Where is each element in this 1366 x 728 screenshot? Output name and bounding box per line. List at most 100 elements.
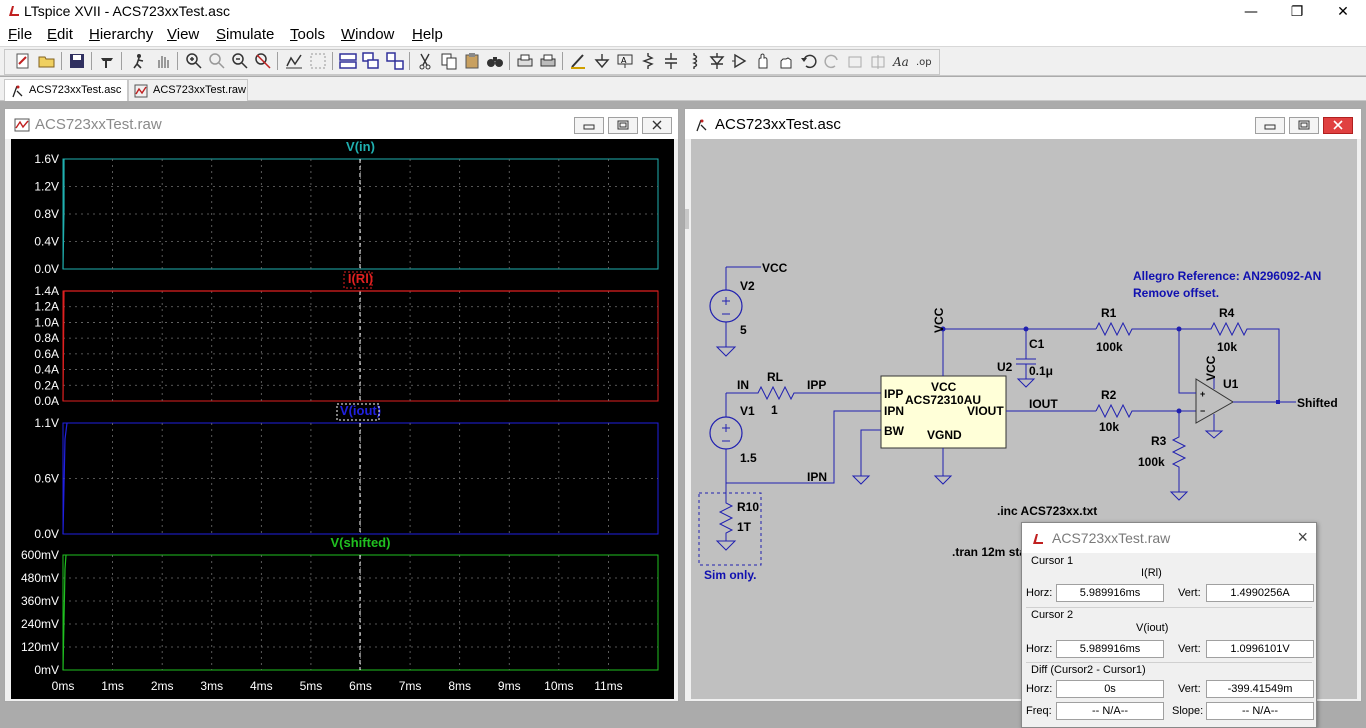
autorange-icon[interactable] <box>285 52 303 70</box>
waveform-maximize-button[interactable] <box>608 117 638 134</box>
close-button[interactable]: ✕ <box>1320 0 1366 23</box>
save-icon[interactable] <box>68 52 86 70</box>
ground-icon[interactable] <box>593 52 611 70</box>
diff-horz-field[interactable]: 0s <box>1056 680 1164 698</box>
cut-icon[interactable] <box>416 52 434 70</box>
cascade-icon[interactable] <box>362 52 380 70</box>
inductor-icon[interactable] <box>685 52 703 70</box>
schematic-drawing[interactable]: VCC V2 5 IN RL 1 IPP V1 1.5 IPN <box>691 139 1357 699</box>
cursor2-horz-field[interactable]: 5.989916ms <box>1056 640 1164 658</box>
ic-u2[interactable] <box>851 326 1096 485</box>
paste-icon[interactable] <box>463 52 481 70</box>
cursor2-horz-label: Horz: <box>1026 643 1053 655</box>
waveform-minimize-button[interactable] <box>574 117 604 134</box>
cursor1-horz-field[interactable]: 5.989916ms <box>1056 584 1164 602</box>
undo-icon[interactable] <box>800 52 818 70</box>
capacitor-icon[interactable] <box>662 52 680 70</box>
zoom-in-icon[interactable] <box>185 52 203 70</box>
halt-icon[interactable] <box>154 52 172 70</box>
r4-value: 10k <box>1217 340 1237 354</box>
minimize-icon <box>583 124 595 130</box>
inc-directive: .inc ACS723xx.txt <box>997 504 1097 518</box>
cursor-dialog-close-icon[interactable]: × <box>1297 527 1308 547</box>
control-panel-icon[interactable] <box>98 52 116 70</box>
tile-horizontal-icon[interactable] <box>339 52 357 70</box>
ipn-net-label: IPN <box>807 470 827 484</box>
resistor-r1[interactable] <box>1095 321 1179 337</box>
open-icon[interactable] <box>38 52 56 70</box>
schematic-minimize-button[interactable] <box>1255 117 1285 134</box>
run-icon[interactable] <box>130 52 148 70</box>
component-icon[interactable] <box>731 52 749 70</box>
diff-slope-field[interactable]: -- N/A-- <box>1206 702 1314 720</box>
y-tick-label: 0.4A <box>34 363 59 377</box>
redo-icon[interactable] <box>823 52 841 70</box>
grid-icon[interactable] <box>309 52 327 70</box>
y-tick-label: 1.6V <box>34 152 59 166</box>
restore-button[interactable]: ❐ <box>1274 0 1320 23</box>
spice-directive-icon[interactable]: .op <box>915 52 933 70</box>
waveform-icon <box>134 84 148 98</box>
copy-icon[interactable] <box>440 52 458 70</box>
menu-hierarchy[interactable]: Hierarchy <box>89 26 154 43</box>
zoom-out-icon[interactable] <box>231 52 249 70</box>
find-icon[interactable] <box>486 52 504 70</box>
menu-window[interactable]: Window <box>341 26 395 43</box>
menu-help[interactable]: Help <box>412 26 443 43</box>
svg-text:A: A <box>621 56 627 65</box>
menu-simulate[interactable]: Simulate <box>216 26 275 43</box>
tab-schematic[interactable]: ACS723xxTest.asc <box>4 79 128 101</box>
schematic-maximize-button[interactable] <box>1289 117 1319 134</box>
drag-icon[interactable] <box>777 52 795 70</box>
vcc-label-u2: VCC <box>932 307 946 333</box>
draw-wire-icon[interactable] <box>569 52 587 70</box>
source-v2[interactable] <box>709 266 761 357</box>
print-icon[interactable] <box>539 52 557 70</box>
trace-vshifted <box>62 554 67 671</box>
resistor-r3[interactable] <box>1169 408 1189 501</box>
mirror-icon[interactable] <box>869 52 887 70</box>
r2-label: R2 <box>1101 388 1117 402</box>
cursor2-vert-field[interactable]: 1.0996101V <box>1206 640 1314 658</box>
x-tick-label: 5ms <box>300 679 323 693</box>
diff-freq-field[interactable]: -- N/A-- <box>1056 702 1164 720</box>
waveform-plots[interactable]: 1.6V1.2V0.8V0.4V0.0VV(in)1.4A1.2A1.0A0.8… <box>11 139 674 699</box>
menu-view[interactable]: View <box>167 26 200 43</box>
minimize-button[interactable]: — <box>1228 0 1274 23</box>
text-icon[interactable]: Aa <box>892 52 910 70</box>
waveform-window-titlebar: ACS723xxTest.raw <box>5 109 678 139</box>
print-setup-icon[interactable] <box>516 52 534 70</box>
toolbar-separator <box>562 52 563 70</box>
r4-label: R4 <box>1219 306 1235 320</box>
rotate-icon[interactable] <box>846 52 864 70</box>
cursor-dialog: ACS723xxTest.raw × Cursor 1 I(Rl) Horz: … <box>1021 522 1317 728</box>
diode-icon[interactable] <box>708 52 726 70</box>
menu-file[interactable]: File <box>8 26 33 43</box>
rl-label: RL <box>767 370 783 384</box>
new-schematic-icon[interactable] <box>14 52 32 70</box>
resistor-r10[interactable] <box>715 498 737 551</box>
schematic-close-button[interactable] <box>1323 117 1353 134</box>
label-net-icon[interactable]: A <box>616 52 634 70</box>
resistor-r2[interactable] <box>1095 403 1196 419</box>
trace-title: V(shifted) <box>331 535 391 550</box>
source-v1[interactable] <box>709 385 881 498</box>
resistor-icon[interactable] <box>639 52 657 70</box>
opamp-u1[interactable]: + − <box>1178 329 1296 439</box>
cursor1-vert-field[interactable]: 1.4990256A <box>1206 584 1314 602</box>
y-tick-label: 0.6A <box>34 347 59 361</box>
zoom-fit-icon[interactable] <box>254 52 272 70</box>
tab-waveform[interactable]: ACS723xxTest.raw <box>128 79 248 101</box>
pan-icon[interactable] <box>208 52 226 70</box>
diff-vert-field[interactable]: -399.41549m <box>1206 680 1314 698</box>
schematic-icon <box>696 119 707 132</box>
waveform-close-button[interactable] <box>642 117 672 134</box>
r3-value: 100k <box>1138 455 1165 469</box>
menu-edit[interactable]: Edit <box>47 26 73 43</box>
tile-vertical-icon[interactable] <box>386 52 404 70</box>
menu-tools[interactable]: Tools <box>290 26 326 43</box>
move-icon[interactable] <box>754 52 772 70</box>
x-tick-label: 4ms <box>250 679 273 693</box>
u1-label: U1 <box>1223 377 1239 391</box>
